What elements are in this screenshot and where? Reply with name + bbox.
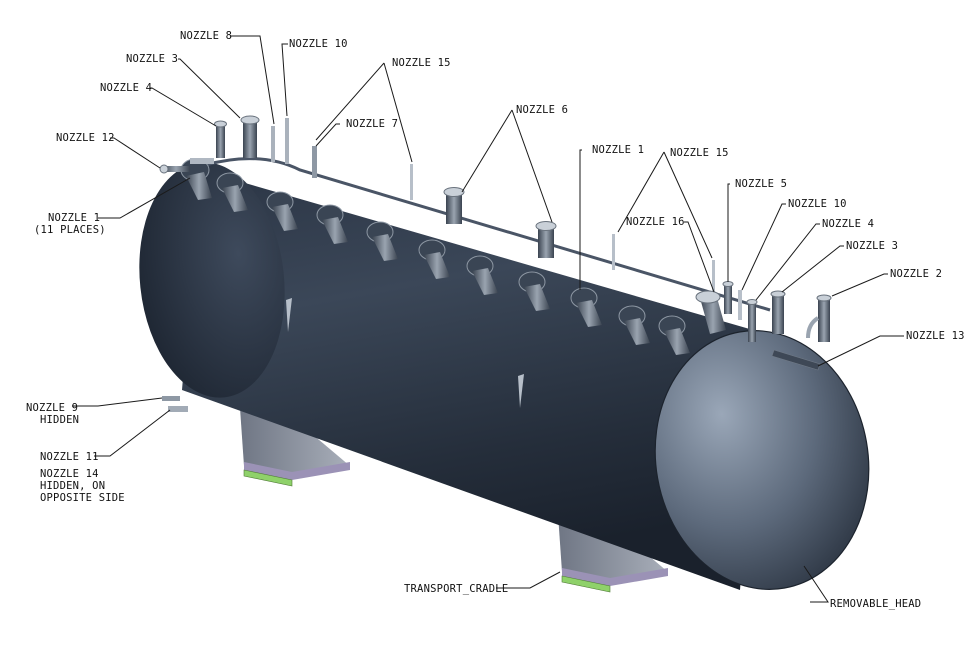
nozzle-11 bbox=[168, 406, 188, 412]
nozzle-13 bbox=[771, 349, 821, 371]
nozzle-10-left bbox=[285, 118, 289, 164]
label-nozzle-14-note2: OPPOSITE SIDE bbox=[40, 492, 125, 504]
nozzle-15-left bbox=[410, 164, 413, 200]
nozzle-1-i bbox=[570, 287, 602, 327]
nozzle-12 bbox=[159, 158, 214, 174]
nozzle-1-j bbox=[618, 305, 650, 345]
label-nozzle-12: NOZZLE 12 bbox=[56, 132, 115, 144]
removable-head bbox=[654, 330, 870, 590]
label-nozzle-10-top: NOZZLE 10 bbox=[289, 38, 348, 50]
label-nozzle-9-note: HIDDEN bbox=[40, 414, 79, 426]
nozzle-6-b bbox=[535, 221, 557, 258]
label-nozzle-15-right: NOZZLE 15 bbox=[670, 147, 729, 159]
nozzle-1-row bbox=[180, 158, 690, 355]
label-nozzle-1-right: NOZZLE 1 bbox=[592, 144, 644, 156]
label-nozzle-1: NOZZLE 1 bbox=[48, 212, 100, 224]
lifting-lug-1 bbox=[286, 298, 292, 332]
label-nozzle-15-top: NOZZLE 15 bbox=[392, 57, 451, 69]
top-nozzles bbox=[159, 115, 832, 412]
nozzle-1-k bbox=[658, 315, 690, 355]
nozzle-8 bbox=[271, 126, 275, 162]
lifting-lug-2 bbox=[518, 374, 524, 408]
nozzle-7 bbox=[312, 146, 317, 178]
label-nozzle-8: NOZZLE 8 bbox=[180, 30, 232, 42]
label-nozzle-1-places: (11 PLACES) bbox=[34, 224, 106, 236]
transport-cradle-left bbox=[240, 408, 350, 487]
nozzle-3-right bbox=[770, 290, 786, 334]
nozzle-5 bbox=[722, 281, 734, 314]
nozzle-1-d bbox=[316, 204, 348, 244]
nozzle-1-c bbox=[266, 191, 298, 231]
nozzle-4-right bbox=[746, 299, 758, 342]
label-nozzle-6: NOZZLE 6 bbox=[516, 104, 568, 116]
label-nozzle-14-note1: HIDDEN, ON bbox=[40, 480, 105, 492]
nozzle-3-left bbox=[240, 115, 260, 158]
label-nozzle-4-right: NOZZLE 4 bbox=[822, 218, 874, 230]
nozzle-1-f bbox=[418, 239, 450, 279]
label-nozzle-9: NOZZLE 9 bbox=[26, 402, 78, 414]
label-nozzle-3-right: NOZZLE 3 bbox=[846, 240, 898, 252]
label-nozzle-2: NOZZLE 2 bbox=[890, 268, 942, 280]
label-nozzle-3-top: NOZZLE 3 bbox=[126, 53, 178, 65]
nozzle-16 bbox=[612, 234, 615, 270]
vessel-shell bbox=[139, 157, 771, 590]
label-nozzle-10-right: NOZZLE 10 bbox=[788, 198, 847, 210]
nozzle-15-right bbox=[712, 260, 715, 298]
label-nozzle-5: NOZZLE 5 bbox=[735, 178, 787, 190]
nozzle-1-g bbox=[466, 255, 498, 295]
nozzle-2 bbox=[806, 294, 832, 342]
label-removable-head: REMOVABLE_HEAD bbox=[830, 598, 921, 610]
nozzle-4-left bbox=[214, 120, 227, 158]
leader-lines bbox=[72, 35, 904, 603]
nozzle-1-b bbox=[216, 172, 248, 212]
labels: NOZZLE 8 NOZZLE 10 NOZZLE 3 NOZZLE 15 NO… bbox=[26, 30, 965, 610]
nozzle-1-large bbox=[695, 290, 726, 334]
label-nozzle-7: NOZZLE 7 bbox=[346, 118, 398, 130]
label-nozzle-14: NOZZLE 14 bbox=[40, 468, 99, 480]
nozzle-9 bbox=[162, 396, 180, 401]
nozzle-1-h bbox=[518, 271, 550, 311]
label-nozzle-13: NOZZLE 13 bbox=[906, 330, 965, 342]
nozzle-6-a bbox=[443, 187, 465, 224]
nozzle-1-e bbox=[366, 221, 398, 261]
label-nozzle-4-top: NOZZLE 4 bbox=[100, 82, 152, 94]
label-transport-cradle: TRANSPORT_CRADLE bbox=[404, 583, 508, 595]
nozzle-10-right bbox=[738, 290, 742, 320]
label-nozzle-11: NOZZLE 11 bbox=[40, 451, 99, 463]
label-nozzle-16: NOZZLE 16 bbox=[626, 216, 685, 228]
